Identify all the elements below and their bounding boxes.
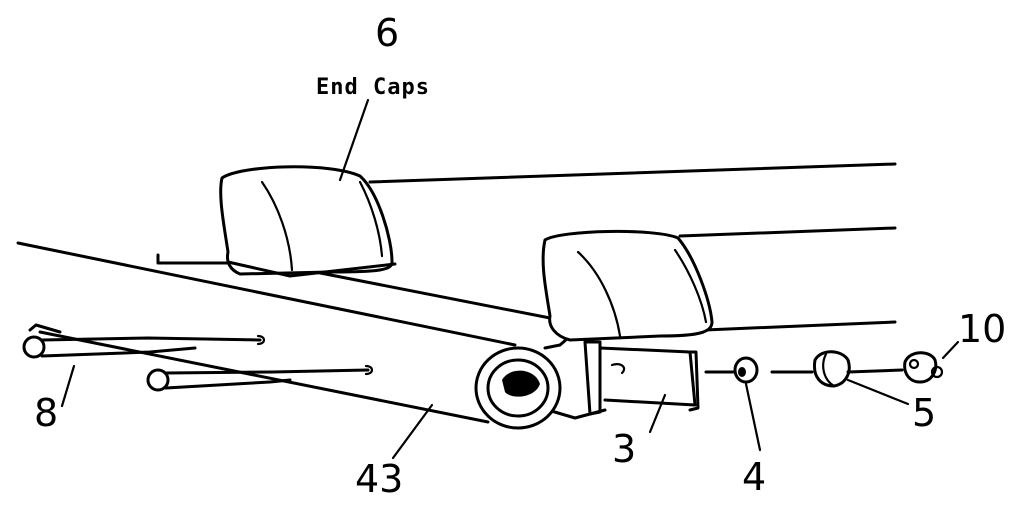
cap-nut bbox=[903, 351, 944, 384]
label-10: 10 bbox=[958, 307, 1006, 351]
end-cap-right bbox=[541, 229, 714, 342]
tube-end bbox=[474, 346, 562, 430]
rear-rails bbox=[156, 162, 897, 332]
label-end-caps: End Caps bbox=[316, 75, 430, 100]
label-5: 5 bbox=[912, 391, 936, 435]
pin-lower bbox=[146, 364, 374, 392]
leader-lines bbox=[60, 98, 960, 460]
pin-upper bbox=[22, 323, 266, 359]
end-cap-left bbox=[219, 165, 397, 278]
nut bbox=[770, 350, 904, 388]
label-8: 8 bbox=[34, 391, 58, 435]
label-3: 3 bbox=[612, 427, 636, 471]
washer bbox=[704, 356, 759, 384]
bracket bbox=[583, 340, 700, 416]
label-4: 4 bbox=[742, 455, 766, 499]
label-43: 43 bbox=[355, 457, 403, 501]
label-6: 6 bbox=[375, 11, 399, 55]
